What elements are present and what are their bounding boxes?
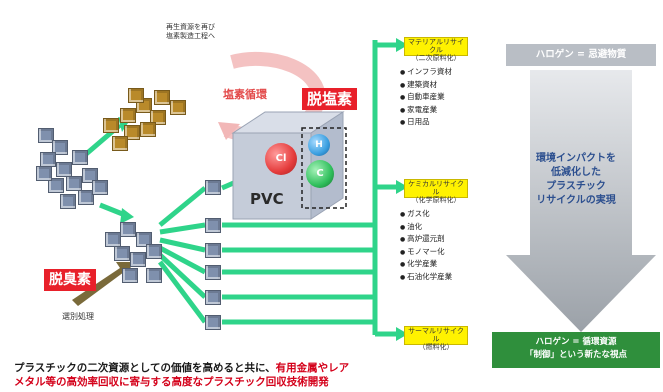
pretreatment-label: 選別処理	[62, 312, 94, 321]
thermal-recycle-box: サーマルリサイクル （燃料化）	[404, 326, 468, 351]
impact-text-line: 低減化した	[551, 167, 601, 178]
halogen-resource-label: ハロゲン = 循環資源 「制御」という新たな視点	[492, 332, 660, 368]
hydrogen-atom: H	[308, 134, 330, 156]
material-recycle-box: マテリアルリサイクル （二次原料化）	[404, 37, 468, 62]
material-recycle-subtitle: （二次原料化）	[411, 54, 461, 62]
plastic-cube-icon	[92, 180, 108, 195]
plastic-cube-icon	[36, 166, 52, 181]
plastic-cube-icon	[72, 150, 88, 165]
plastic-cube-icon	[114, 246, 130, 261]
thermal-recycle-subtitle: （燃料化）	[418, 343, 454, 351]
impact-reduction-arrow	[506, 70, 656, 332]
impact-text-line: リサイクルの実現	[536, 195, 616, 206]
impact-text-line: プラスチック	[546, 181, 606, 192]
plastic-cube-icon	[146, 268, 162, 283]
carbon-atom: C	[306, 160, 334, 188]
plastic-cube-icon	[112, 136, 128, 151]
plastic-cube-icon	[120, 222, 136, 237]
list-item: 建築資材	[400, 79, 452, 92]
plastic-cube-icon	[38, 128, 54, 143]
flow-lines	[83, 40, 398, 337]
caption-highlight: メタル等の高効率回収に寄与する高度なプラスチック回収技術開発	[14, 376, 329, 388]
top-note: 再生資源を再び 塩素製造工程へ	[166, 23, 215, 41]
plastic-cube-icon	[205, 290, 221, 305]
caption-line-2: メタル等の高効率回収に寄与する高度なプラスチック回収技術開発	[14, 375, 329, 389]
chlorine-atom: Cl	[265, 143, 297, 175]
pretreatment-arrow	[72, 262, 132, 306]
flow-arrowheads	[118, 38, 408, 341]
list-item: 家電産業	[400, 104, 452, 117]
dechlorination-tag: 脱塩素	[302, 88, 358, 110]
plastic-cube-icon	[130, 252, 146, 267]
plastic-cube-icon	[205, 243, 221, 258]
plastic-cube-icon	[60, 194, 76, 209]
plastic-cube-icon	[103, 118, 119, 133]
list-item: 油化	[400, 221, 452, 234]
dechlorination-selection-box	[301, 127, 347, 209]
list-item: モノマー化	[400, 246, 452, 259]
list-item: 化学産業	[400, 258, 452, 271]
plastic-cube-icon	[56, 162, 72, 177]
list-item: 日用品	[400, 116, 452, 129]
pvc-label: PVC	[250, 190, 284, 208]
plastic-cube-icon	[205, 180, 221, 195]
top-note-line-2: 塩素製造工程へ	[166, 32, 215, 40]
list-item: 石油化学産業	[400, 271, 452, 284]
impact-reduction-text: 環境インパクトを 低減化した プラスチック リサイクルの実現	[520, 152, 632, 208]
plastic-cube-icon	[120, 108, 136, 123]
plastic-cube-icon	[105, 232, 121, 247]
plastic-cube-icon	[136, 232, 152, 247]
material-recycle-title: マテリアルリサイクル	[408, 38, 464, 54]
caption-text: プラスチックの二次資源としての価値を高めると共に、	[14, 362, 276, 374]
plastic-cube-icon	[154, 90, 170, 105]
plastic-cube-icon	[205, 218, 221, 233]
plastic-cube-icon	[82, 168, 98, 183]
chemical-recycle-box: ケミカルリサイクル （化学原料化）	[404, 179, 468, 204]
caption-line-1: プラスチックの二次資源としての価値を高めると共に、有用金属やレア	[14, 361, 349, 375]
thermal-recycle-title: サーマルリサイクル	[408, 327, 464, 343]
list-item: インフラ資材	[400, 66, 452, 79]
halogen-avoidance-label: ハロゲン = 忌避物質	[506, 44, 656, 66]
chlorine-cycle-label: 塩素循環	[223, 88, 267, 101]
halogen-resource-line-1: ハロゲン = 循環資源	[535, 337, 617, 347]
chemical-recycle-title: ケミカルリサイクル	[408, 180, 464, 196]
top-note-line-1: 再生資源を再び	[166, 23, 215, 31]
list-item: ガス化	[400, 208, 452, 221]
halogen-resource-line-2: 「制御」という新たな視点	[524, 350, 627, 360]
plastic-cube-icon	[205, 265, 221, 280]
plastic-cube-icon	[146, 244, 162, 259]
plastic-cube-icon	[150, 110, 166, 125]
material-recycle-list: インフラ資材 建築資材 自動車産業 家電産業 日用品	[400, 66, 452, 129]
chemical-recycle-subtitle: （化学原料化）	[411, 196, 461, 204]
impact-text-line: 環境インパクトを	[536, 153, 616, 164]
plastic-cube-icon	[48, 178, 64, 193]
plastic-cube-icon	[170, 100, 186, 115]
plastic-cube-icon	[52, 140, 68, 155]
plastic-cube-icon	[128, 88, 144, 103]
plastic-cube-icon	[124, 125, 140, 140]
caption-highlight: 有用金属やレア	[275, 362, 350, 374]
deodorization-tag: 脱臭素	[44, 269, 96, 291]
plastic-cube-icon	[205, 315, 221, 330]
plastic-cube-icon	[78, 190, 94, 205]
list-item: 高炉還元剤	[400, 233, 452, 246]
plastic-cube-icon	[122, 268, 138, 283]
plastic-cube-icon	[40, 152, 56, 167]
list-item: 自動車産業	[400, 91, 452, 104]
chemical-recycle-list: ガス化 油化 高炉還元剤 モノマー化 化学産業 石油化学産業	[400, 208, 452, 283]
plastic-cube-icon	[140, 122, 156, 137]
plastic-cube-icon	[66, 176, 82, 191]
